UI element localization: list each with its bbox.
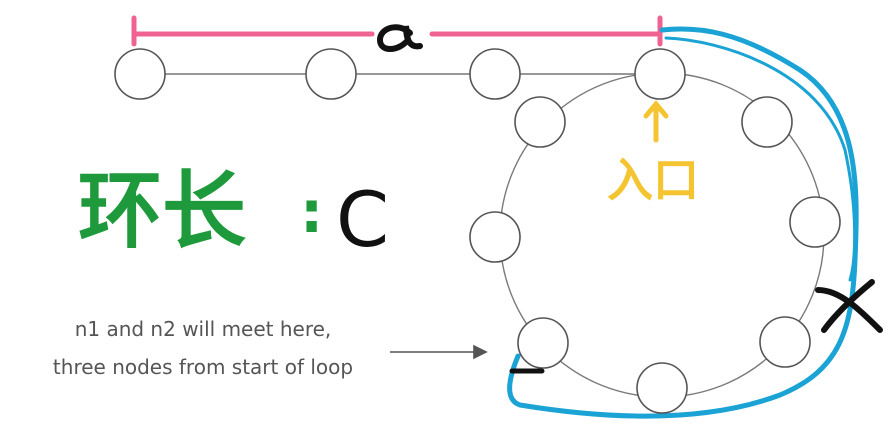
meeting-node [517, 317, 569, 369]
caption-line-2: three nodes from start of loop [53, 355, 353, 379]
a-distance-marker [131, 15, 663, 47]
list-node-1 [114, 48, 166, 100]
a-label: a [0, 0, 423, 52]
ring-length-label: 环长 [78, 162, 246, 260]
ring-length-colon: : [300, 178, 323, 246]
loop-node [469, 211, 521, 263]
loop-node [759, 316, 811, 368]
ring-length-variable: C [336, 175, 389, 264]
a-label-text: a [0, 0, 10, 4]
entrance-label: 入口 [607, 153, 699, 207]
minus-mark-text: – [0, 0, 1, 1]
caption-arrow [390, 344, 488, 360]
loop-node [636, 362, 688, 414]
loop-node [514, 96, 566, 148]
x-distance-curve-inner [664, 36, 857, 282]
entrance-arrow [643, 100, 669, 143]
x-label-text: x [0, 0, 1, 1]
x-label [815, 279, 883, 333]
x-distance-curve [507, 26, 859, 419]
loop-entry-node [634, 48, 686, 100]
list-node-3 [469, 48, 521, 100]
loop-node [789, 196, 841, 248]
loop-node [741, 96, 793, 148]
list-node-2 [305, 48, 357, 100]
caption-line-1: n1 and n2 will meet here, [75, 317, 332, 341]
